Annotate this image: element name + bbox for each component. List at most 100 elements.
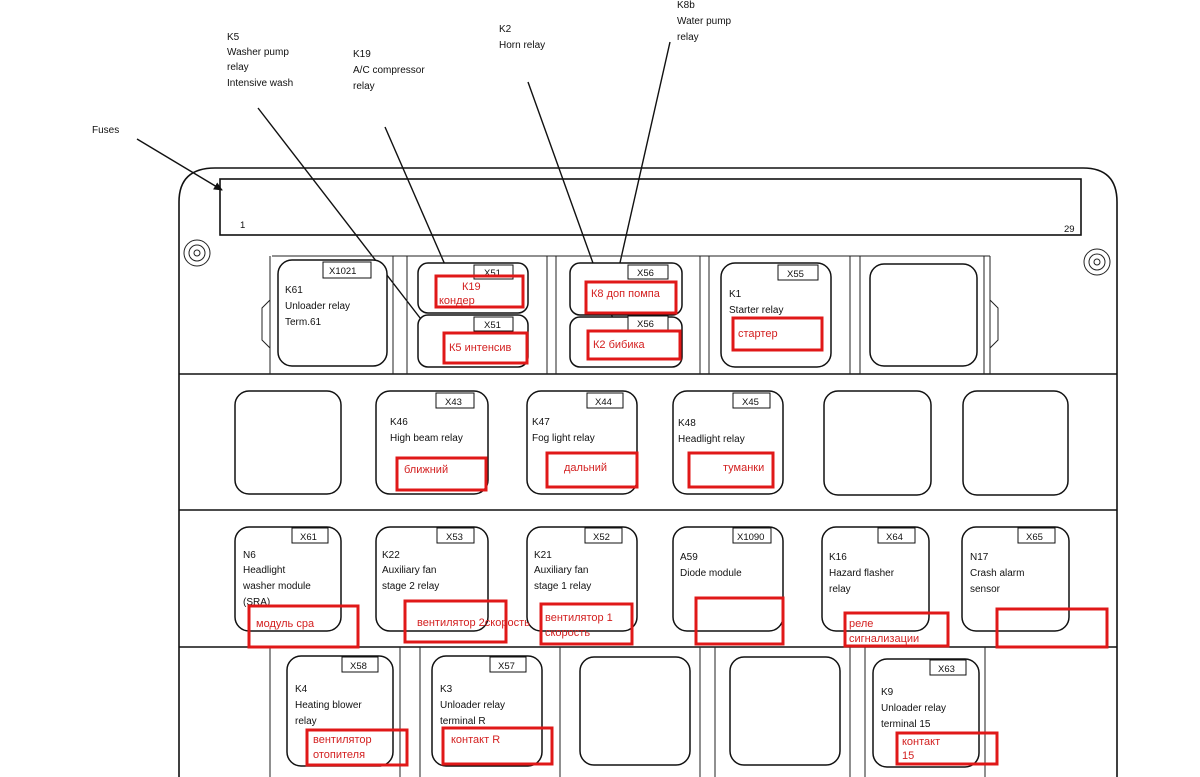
annotation-contact-15-line2: 15 [902, 750, 914, 762]
relay-k61 [277, 259, 388, 367]
relay-n6-line1: N6 [243, 550, 256, 561]
annotation-near: ближний [395, 456, 488, 492]
relay-k61-code: X1021 [329, 266, 356, 277]
relay-k22-line2: Auxiliary fan [382, 565, 436, 576]
relay-k1-line2: Starter relay [729, 305, 783, 316]
relay-k4-code: X58 [350, 661, 367, 672]
relay-k47-line1: K47 [532, 417, 550, 428]
annotation-alarm-line2: сигнализации [849, 633, 919, 645]
callout-k5-line3: relay [227, 62, 249, 73]
callout-k19-line1: K19 [353, 49, 371, 60]
relay-x56-top-connector [627, 264, 669, 280]
relay-k16-connector [877, 527, 916, 544]
mounting-hole-left [183, 239, 211, 267]
relay-k16-code: X64 [886, 532, 903, 543]
relay-k16-line2: Hazard flasher [829, 568, 895, 579]
row1-frames [261, 255, 999, 374]
relay-k16 [821, 526, 930, 632]
annotation-fan2: вентилятор 2скорость [403, 599, 530, 644]
relay-k22-line1: K22 [382, 550, 400, 561]
annotation-alarm: реле сигнализации [843, 611, 950, 648]
annotation-crash [995, 607, 1109, 649]
relay-n17-line1: N17 [970, 552, 989, 563]
relay-k4-line3: relay [295, 716, 317, 727]
callout-k2-line2: Horn relay [499, 40, 545, 51]
relay-n17-code: X65 [1026, 532, 1043, 543]
relay-n17-connector [1017, 527, 1056, 544]
annotation-fog-line1: туманки [723, 462, 764, 474]
callout-k2: K2 Horn relay [499, 24, 545, 51]
annotation-contact-r-line1: контакт R [451, 734, 500, 746]
relay-k61-connector [322, 261, 372, 279]
relay-k46-code: X43 [445, 397, 462, 408]
annotation-far-line1: дальний [564, 462, 607, 474]
callout-k8b: K8b Water pump relay [677, 0, 732, 43]
mounting-hole-right [1083, 248, 1111, 276]
callout-k2-line1: K2 [499, 24, 512, 35]
relay-k3 [431, 655, 543, 767]
callout-k19-line3: relay [353, 81, 375, 92]
relay-k46-line1: K46 [390, 417, 408, 428]
annotation-blower: вентилятор отопителя [305, 728, 409, 767]
k8b-arrow [614, 41, 671, 277]
relay-k16-line3: relay [829, 584, 851, 595]
annotation-blower-line1: вентилятор [313, 734, 372, 746]
relay-a59-line1: A59 [680, 552, 698, 563]
annotation-k5-line1: К5 интенсив [449, 342, 512, 354]
relay-x51-top-code: X51 [484, 268, 501, 279]
annotation-alarm-line1: реле [849, 618, 873, 630]
relay-k1-connector [777, 264, 819, 281]
annotation-k19-line2: кондер [439, 295, 475, 307]
empty-socket-row2-left [234, 390, 342, 495]
relay-k3-code: X57 [498, 661, 515, 672]
fuses-arrow [136, 138, 223, 191]
relay-x56-top-code: X56 [637, 268, 654, 279]
annotation-k8: К8 доп помпа [584, 280, 678, 315]
relay-k21-code: X52 [593, 532, 610, 543]
relay-n17 [961, 526, 1070, 632]
relay-n6-line4: (SRA) [243, 597, 270, 608]
annotation-k2-line1: К2 бибика [593, 339, 646, 351]
relay-n6-line3: washer module [242, 581, 311, 592]
relay-k9 [872, 658, 980, 768]
relay-k9-line3: terminal 15 [881, 719, 931, 730]
empty-socket-row4-mid [729, 656, 841, 766]
relay-k61-line3: Term.61 [285, 317, 322, 328]
callout-k19-line2: A/C compressor [353, 65, 425, 76]
relay-k16-line1: K16 [829, 552, 847, 563]
relay-k61-line2: Unloader relay [285, 301, 350, 312]
relay-k46-connector [435, 392, 475, 409]
callout-k5-line2: Washer pump [227, 47, 289, 58]
callout-k5: K5 Washer pump relay Intensive wash [227, 32, 293, 89]
annotation-starter: стартер [731, 316, 824, 352]
relay-a59-line2: Diode module [680, 568, 742, 579]
annotation-fan1: вентилятор 1 скорость [539, 602, 634, 646]
relay-x51-bottom-code: X51 [484, 320, 501, 331]
relay-k22-line3: stage 2 relay [382, 581, 439, 592]
relay-k48-connector [732, 392, 771, 409]
relay-k4-line1: K4 [295, 684, 308, 695]
relay-k9-code: X63 [938, 664, 955, 675]
callout-k5-line4: Intensive wash [227, 78, 293, 89]
relay-k22-connector [436, 527, 475, 544]
empty-socket-row4-left [579, 656, 691, 766]
relay-k46-line2: High beam relay [390, 433, 463, 444]
relay-k48-code: X45 [742, 397, 759, 408]
relay-a59-connector [732, 527, 772, 544]
callout-k5-line1: K5 [227, 32, 240, 43]
relay-x51-bottom-connector [473, 316, 514, 332]
relay-n6-line2: Headlight [243, 565, 285, 576]
relay-k21-line1: K21 [534, 550, 552, 561]
relay-k21-connector [584, 527, 623, 544]
relay-k9-line2: Unloader relay [881, 703, 946, 714]
annotation-contact-15: контакт 15 [895, 731, 999, 766]
annotation-sra: модуль сра [247, 604, 360, 649]
relay-k9-line1: K9 [881, 687, 894, 698]
relay-n6-code: X61 [300, 532, 317, 543]
relay-k9-connector [929, 659, 967, 676]
annotation-k2: К2 бибика [586, 329, 682, 361]
relay-k48-line2: Headlight relay [678, 434, 745, 445]
annotation-k5: К5 интенсив [442, 331, 529, 365]
relay-k1-code: X55 [787, 269, 804, 280]
relay-k3-line2: Unloader relay [440, 700, 505, 711]
